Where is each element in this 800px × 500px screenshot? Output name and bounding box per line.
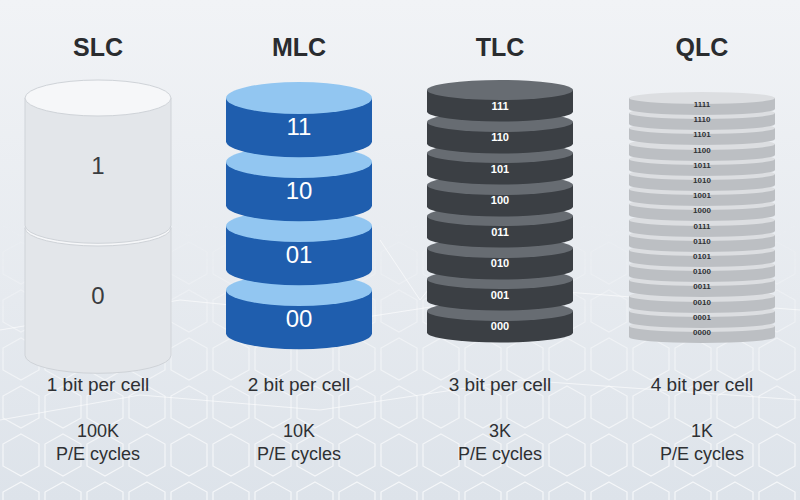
- cell-type-heading: TLC: [476, 34, 525, 62]
- bit-value: 10: [286, 179, 313, 203]
- disc-label-box: 1011: [629, 159, 775, 173]
- disc-label-box: 1001: [629, 189, 775, 203]
- bit-value: 100: [491, 195, 509, 206]
- bit-value: 1000: [693, 207, 711, 215]
- disc-label-box: 10: [226, 172, 372, 210]
- disc-top: [226, 274, 372, 306]
- endurance-unit: P/E cycles: [56, 445, 140, 465]
- bits-per-cell: 2 bit per cell: [248, 375, 350, 396]
- bit-value: 1010: [693, 177, 711, 185]
- disc-top: [25, 210, 171, 246]
- disc-top: [226, 146, 372, 178]
- endurance-value: 3K: [489, 422, 511, 442]
- disc-label-box: 11: [226, 108, 372, 146]
- disc-top: [427, 301, 573, 321]
- bit-value: 0001: [693, 314, 711, 322]
- cell-type-heading: MLC: [272, 34, 326, 62]
- disc-label-box: 0011: [629, 280, 775, 294]
- disc-label-box: 0010: [629, 296, 775, 310]
- disc-label-box: 1101: [629, 128, 775, 142]
- bit-value: 000: [491, 321, 509, 332]
- disc-top: [427, 80, 573, 100]
- endurance-unit: P/E cycles: [257, 445, 341, 465]
- cell-disc: 1111: [629, 92, 775, 107]
- disc-top: [226, 210, 372, 242]
- endurance-value: 1K: [691, 422, 713, 442]
- bit-value: 0101: [693, 253, 711, 261]
- disc-label-box: 101: [427, 159, 573, 179]
- disc-label-box: 0110: [629, 235, 775, 249]
- disc-top: [427, 112, 573, 132]
- disc-top: [25, 80, 171, 116]
- disc-label-box: 011: [427, 222, 573, 242]
- bit-value: 0110: [693, 238, 710, 246]
- endurance-value: 100K: [77, 422, 119, 442]
- disc-label-box: 000: [427, 317, 573, 337]
- bit-value: 001: [491, 290, 509, 301]
- disc-top: [427, 175, 573, 195]
- bit-value: 0010: [693, 299, 711, 307]
- bit-value: 1: [91, 154, 104, 178]
- bit-value: 011: [491, 227, 509, 238]
- cell-disc: 1: [25, 80, 171, 210]
- endurance-unit: P/E cycles: [458, 445, 542, 465]
- disc-top: [427, 269, 573, 289]
- disc-label-box: 1: [25, 116, 171, 216]
- endurance-value: 10K: [283, 422, 315, 442]
- bit-value: 01: [286, 243, 313, 267]
- disc-label-box: 110: [427, 128, 573, 148]
- bit-value: 1011: [693, 162, 710, 170]
- bit-value: 11: [287, 115, 312, 139]
- bits-per-cell: 3 bit per cell: [449, 375, 551, 396]
- bit-value: 0: [91, 284, 104, 308]
- disc-top: [427, 206, 573, 226]
- bit-value: 1100: [693, 147, 710, 155]
- bit-value: 1110: [694, 116, 711, 124]
- bit-value: 0000: [693, 329, 711, 337]
- bit-value: 0100: [693, 268, 711, 276]
- disc-label-box: 1010: [629, 174, 775, 188]
- bit-value: 110: [491, 132, 509, 143]
- bit-value: 1001: [693, 192, 711, 200]
- bit-value: 010: [491, 258, 509, 269]
- disc-side: [25, 98, 171, 243]
- disc-top: [427, 143, 573, 163]
- bit-value: 111: [491, 101, 508, 112]
- bit-value: 1101: [693, 131, 710, 139]
- bits-per-cell: 4 bit per cell: [651, 375, 753, 396]
- bit-value: 0011: [693, 283, 710, 291]
- disc-top: [226, 82, 372, 114]
- disc-side: [25, 228, 171, 373]
- disc-label-box: 0101: [629, 250, 775, 264]
- cell-disc: 11: [226, 82, 372, 146]
- disc-label-box: 001: [427, 285, 573, 305]
- disc-label-box: 111: [427, 96, 573, 116]
- disc-label-box: 1111: [629, 98, 775, 112]
- cell-type-heading: QLC: [676, 34, 729, 62]
- bit-value: 0111: [694, 223, 711, 231]
- disc-label-box: 00: [226, 300, 372, 338]
- disc-label-box: 0100: [629, 265, 775, 279]
- disc-label-box: 0001: [629, 311, 775, 325]
- disc-label-box: 010: [427, 254, 573, 274]
- bit-value: 1111: [694, 101, 710, 109]
- bit-value: 101: [491, 164, 509, 175]
- bits-per-cell: 1 bit per cell: [47, 375, 149, 396]
- disc-label-box: 0000: [629, 326, 775, 340]
- disc-label-box: 0: [25, 246, 171, 346]
- disc-label-box: 1110: [629, 113, 775, 127]
- cell-type-heading: SLC: [73, 34, 123, 62]
- cell-disc: 111: [427, 80, 573, 112]
- disc-label-box: 1100: [629, 144, 775, 158]
- disc-label-box: 1000: [629, 204, 775, 218]
- bit-value: 00: [286, 307, 313, 331]
- endurance-unit: P/E cycles: [660, 445, 744, 465]
- disc-label-box: 01: [226, 236, 372, 274]
- disc-top: [427, 238, 573, 258]
- disc-label-box: 0111: [629, 220, 775, 234]
- hex-texture: [0, 220, 800, 500]
- disc-label-box: 100: [427, 191, 573, 211]
